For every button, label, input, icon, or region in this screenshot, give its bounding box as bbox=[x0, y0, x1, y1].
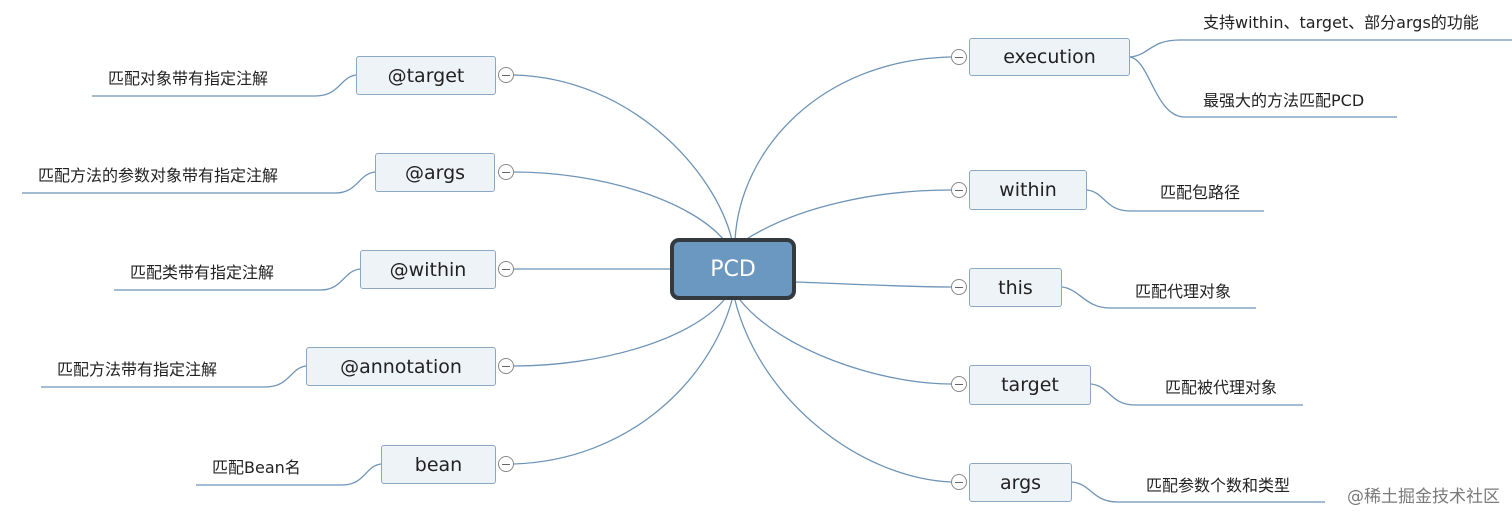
branch-label: target bbox=[1001, 374, 1059, 396]
branch-label: within bbox=[999, 179, 1057, 201]
note-within: 匹配包路径 bbox=[1160, 183, 1241, 202]
note-connector bbox=[1071, 481, 1325, 503]
note-at-annotation: 匹配方法带有指定注解 bbox=[57, 360, 218, 379]
note-connector bbox=[22, 171, 376, 194]
branch-label: @annotation bbox=[340, 355, 462, 378]
branch-execution[interactable]: execution bbox=[969, 38, 1130, 76]
branch-connector bbox=[734, 56, 952, 241]
note-bean: 匹配Bean名 bbox=[212, 458, 301, 477]
branch-within[interactable]: within bbox=[969, 170, 1087, 210]
branch-connector bbox=[739, 299, 952, 385]
central-topic-pcd[interactable]: PCD bbox=[670, 238, 796, 300]
collapse-toggle-icon[interactable] bbox=[951, 279, 967, 295]
branch-connector bbox=[513, 299, 725, 367]
branch-label: args bbox=[999, 471, 1042, 494]
watermark: @稀土掘金技术社区 bbox=[1347, 487, 1500, 507]
branch-at-within[interactable]: @within bbox=[360, 250, 496, 289]
note-connector bbox=[1086, 189, 1264, 212]
branch-label: @target bbox=[387, 64, 465, 87]
collapse-toggle-icon[interactable] bbox=[498, 67, 514, 83]
branch-label: execution bbox=[1003, 46, 1096, 68]
branch-target[interactable]: target bbox=[969, 365, 1091, 405]
note-this: 匹配代理对象 bbox=[1135, 282, 1232, 301]
note-connector bbox=[196, 463, 382, 486]
branch-connector bbox=[513, 74, 733, 241]
note-connector bbox=[1090, 383, 1303, 406]
branch-connector bbox=[795, 281, 952, 288]
note-connector bbox=[1129, 39, 1512, 58]
branch-args[interactable]: args bbox=[969, 463, 1072, 502]
branch-label: bean bbox=[414, 453, 463, 476]
branch-label: @args bbox=[404, 161, 466, 184]
note-connector bbox=[1061, 286, 1256, 309]
collapse-toggle-icon[interactable] bbox=[498, 261, 514, 277]
branch-connector bbox=[513, 299, 733, 465]
note-at-args: 匹配方法的参数对象带有指定注解 bbox=[38, 166, 279, 185]
collapse-toggle-icon[interactable] bbox=[951, 182, 967, 198]
note-execution-1: 支持within、target、部分args的功能 bbox=[1203, 13, 1479, 32]
collapse-toggle-icon[interactable] bbox=[498, 164, 514, 180]
note-at-within: 匹配类带有指定注解 bbox=[130, 263, 275, 282]
branch-label: this bbox=[998, 276, 1033, 299]
note-args: 匹配参数个数和类型 bbox=[1146, 476, 1291, 495]
branch-connector bbox=[734, 299, 952, 483]
branch-connector bbox=[513, 171, 725, 241]
collapse-toggle-icon[interactable] bbox=[498, 358, 514, 374]
branch-at-target[interactable]: @target bbox=[356, 56, 496, 95]
branch-this[interactable]: this bbox=[969, 268, 1062, 307]
note-execution-2: 最强大的方法匹配PCD bbox=[1203, 91, 1365, 110]
branch-label: @within bbox=[389, 258, 467, 281]
collapse-toggle-icon[interactable] bbox=[951, 376, 967, 392]
central-topic-label: PCD bbox=[710, 256, 756, 282]
collapse-toggle-icon[interactable] bbox=[951, 49, 967, 65]
branch-connector bbox=[744, 189, 952, 241]
note-connector bbox=[114, 268, 361, 291]
note-connector bbox=[41, 365, 307, 388]
branch-at-annotation[interactable]: @annotation bbox=[306, 347, 496, 386]
note-at-target: 匹配对象带有指定注解 bbox=[108, 69, 269, 88]
note-connector bbox=[92, 74, 357, 97]
collapse-toggle-icon[interactable] bbox=[498, 456, 514, 472]
note-target: 匹配被代理对象 bbox=[1165, 378, 1278, 397]
branch-bean[interactable]: bean bbox=[381, 445, 496, 484]
note-connector bbox=[1129, 56, 1397, 118]
branch-at-args[interactable]: @args bbox=[375, 153, 495, 192]
collapse-toggle-icon[interactable] bbox=[951, 474, 967, 490]
